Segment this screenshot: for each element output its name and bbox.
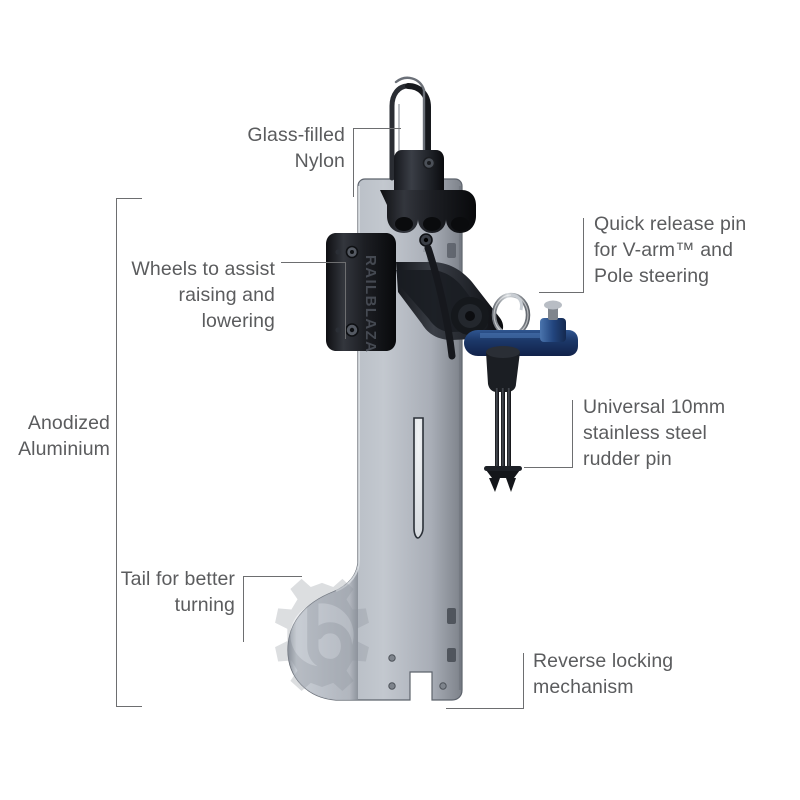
callout-anodized-aluminium: Anodized Aluminium — [18, 412, 110, 460]
svg-text:RAILBLAZA: RAILBLAZA — [362, 255, 379, 353]
callout-universal-rudder-pin: Universal 10mm stainless steel rudder pi… — [583, 396, 726, 470]
leader-rudder-pin-horizontal — [524, 467, 573, 468]
callout-tail-for-better-turning: Tail for better turning — [120, 568, 235, 616]
leader-glass-filled-nylon-vertical — [353, 128, 354, 197]
callout-quick-release-pin: Quick release pin for V-arm™ and Pole st… — [594, 213, 747, 287]
callout-wheels-to-assist: Wheels to assist raising and lowering — [131, 258, 275, 332]
leader-anodized-vertical — [116, 198, 117, 706]
leader-quick-release-vertical — [583, 218, 584, 293]
leader-rudder-pin-vertical — [572, 400, 573, 468]
callout-reverse-locking-mechanism: Reverse locking mechanism — [533, 650, 674, 698]
leader-glass-filled-nylon-horizontal — [353, 128, 401, 129]
leader-tail-vertical — [243, 576, 244, 642]
leader-anodized-top-stub — [116, 198, 142, 199]
leader-quick-release-horizontal — [539, 292, 584, 293]
leader-anodized-bottom-stub — [116, 706, 142, 707]
leader-tail-horizontal — [243, 576, 302, 577]
leader-reverse-locking-horizontal — [446, 708, 524, 709]
callout-glass-filled-nylon: Glass-filled Nylon — [247, 124, 345, 172]
leader-reverse-locking-vertical — [523, 653, 524, 708]
leader-wheels-vertical — [345, 262, 346, 339]
leader-wheels-horizontal — [281, 262, 346, 263]
